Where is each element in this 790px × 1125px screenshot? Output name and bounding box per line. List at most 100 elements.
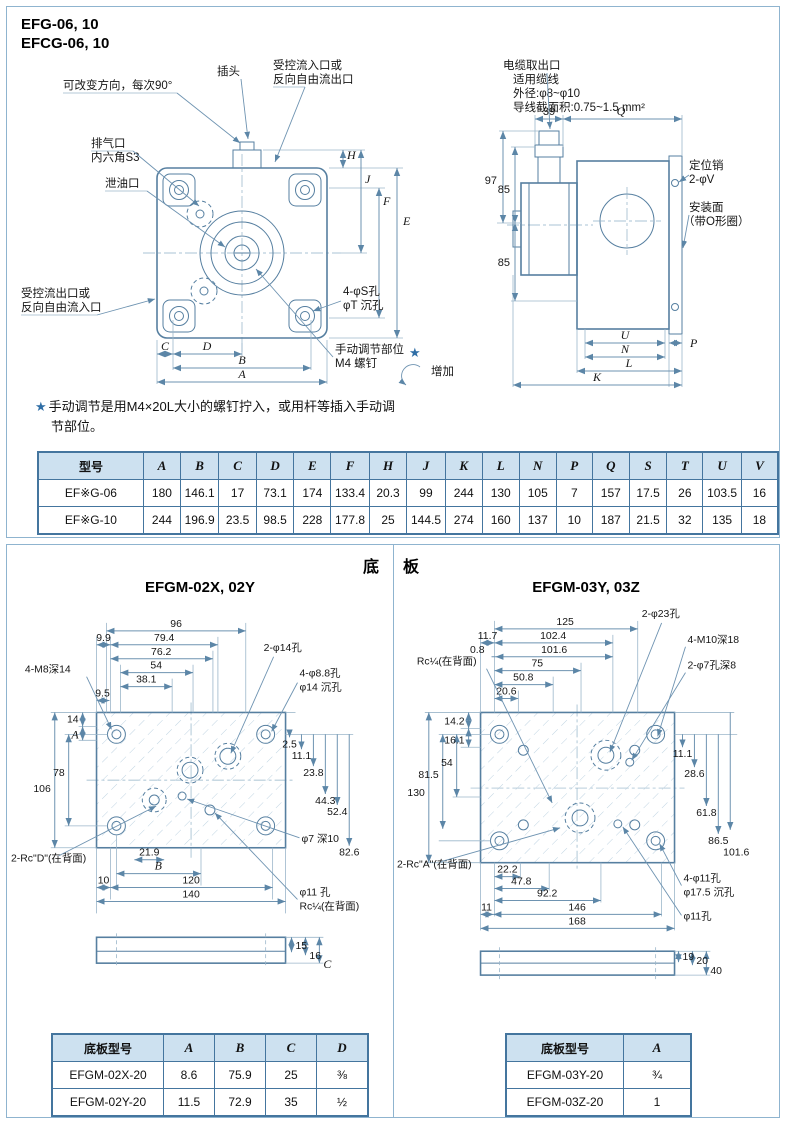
p02-dim-9-5: 9.5: [95, 689, 110, 700]
plate03-table: 底板型号 A EFGM-03Y-20 ¾ EFGM-03Z-20 1: [505, 1033, 692, 1117]
p03-dim-125: 125: [556, 617, 574, 628]
callout-pin-1: 定位销: [689, 158, 724, 172]
table-header-row: 型号 A B C D E F H J K L N P Q S T U V: [37, 451, 779, 480]
note-line2: 节部位。: [51, 419, 104, 434]
p02-dim-21-9: 21.9: [139, 848, 160, 859]
note-star-icon: ★: [35, 399, 47, 414]
p02-dim-15: 15: [296, 941, 308, 952]
p03-dim-101-6b: 101.6: [723, 848, 749, 859]
p02-dim-23-8: 23.8: [303, 768, 324, 779]
p02-dim-44-3: 44.3: [315, 796, 336, 807]
callout-cable-4: 导线截面积:0.75~1.5 mm²: [513, 100, 645, 114]
p02-dim-A: A: [70, 727, 79, 741]
dim-E: E: [402, 214, 411, 228]
p03-dim-102-4: 102.4: [540, 631, 566, 642]
plate03-dimensions: 125 11.7 102.4 0.8 101.6 75 50.8 20.6: [407, 617, 749, 932]
p03-dim-14-2: 14.2: [444, 716, 465, 727]
p02-callout-rcd: 2-Rc"D"(在背面): [11, 852, 86, 865]
page-title: EFG-06, 10 EFCG-06, 10: [21, 15, 109, 53]
callout-mount-holes-2: φT 沉孔: [343, 299, 384, 312]
p03-callout-phi11: φ11孔: [683, 910, 712, 922]
baseplate-title: 底 板: [362, 559, 423, 576]
p03-dim-50-8: 50.8: [513, 673, 534, 684]
baseplate-section: 底 板 EFGM-02X, 02Y EFGM-03Y, 03Z: [6, 544, 780, 1118]
p03-dim-61-8: 61.8: [696, 808, 717, 819]
p03-dim-0-8: 0.8: [470, 645, 485, 656]
valve-section: EFG-06, 10 EFCG-06, 10: [6, 6, 780, 538]
plug-outline: [232, 149, 262, 169]
p03-dim-28-6: 28.6: [684, 769, 705, 780]
p02-dim-140: 140: [182, 890, 200, 901]
plate02-table: 底板型号 A B C D EFGM-02X-20 8.6 75.9 25 ⅜ E…: [51, 1033, 369, 1117]
callout-vent-2: 内六角S3: [91, 150, 140, 164]
dim-C: C: [161, 339, 170, 353]
side-view-callouts: 电缆取出口 适用缆线 外径:φ8~φ10 导线截面积:0.75~1.5 mm² …: [503, 58, 749, 249]
callout-cable-2: 适用缆线: [513, 72, 559, 86]
p03-dim-86-5: 86.5: [708, 836, 729, 847]
p02-dim-9-9: 9.9: [96, 633, 111, 644]
plate03-callouts: 2-φ23孔 4-M10深18 2-φ7孔深8 Rc¼(在背面) 2-Rc"A"…: [397, 608, 739, 922]
p02-dim-14: 14: [67, 714, 79, 725]
dim-85b: 85: [498, 257, 510, 269]
callout-outlet-2: 反向自由流入口: [21, 300, 102, 314]
dim-P: P: [689, 336, 698, 350]
valve-drawings-svg: H J F E C D B A 可改变方向，每次90° 插头 受控流入口或 反向…: [21, 58, 749, 389]
valve-body-side: [576, 160, 670, 330]
p03-dim-11: 11: [481, 902, 492, 913]
callout-drain: 泄油口: [105, 176, 140, 190]
p02-dim-120: 120: [182, 876, 200, 887]
p02-dim-78: 78: [53, 768, 65, 779]
table-row: EF※G-06 180 146.1 17 73.1 174 133.4 20.3…: [37, 479, 779, 507]
p03-dim-11-1: 11.1: [673, 749, 693, 760]
front-view-dimensions: H J F E C D B A: [156, 148, 411, 386]
p03-dim-11-7: 11.7: [478, 631, 498, 642]
table-row: EFGM-03Y-20 ¾: [505, 1061, 692, 1089]
p03-dim-20: 20: [696, 956, 708, 967]
p02-dim-52-4: 52.4: [327, 807, 348, 818]
plate03-drawing-svg: 125 11.7 102.4 0.8 101.6 75 50.8 20.6: [397, 608, 749, 980]
dimension-table: 型号 A B C D E F H J K L N P Q S T U V EF※…: [37, 451, 779, 535]
p03-callout-4phi11: 4-φ11孔: [683, 873, 721, 885]
callout-inlet-1: 受控流入口或: [273, 58, 342, 72]
p03-dim-19: 19: [683, 952, 695, 963]
p02-dim-79-4: 79.4: [154, 633, 175, 644]
rotation-arrow-icon: [398, 364, 421, 386]
front-view-callouts: 可改变方向，每次90° 插头 受控流入口或 反向自由流出口 排气口 内六角S3 …: [21, 58, 454, 386]
dim-A: A: [237, 367, 246, 381]
p03-dim-101-6: 101.6: [541, 645, 567, 656]
note-line1: 手动调节是用M4×20L大小的螺钉拧入，或用杆等插入手动调: [48, 399, 395, 414]
p03-dim-75: 75: [531, 659, 543, 670]
p03-dim-40: 40: [710, 966, 722, 977]
p03-callout-2phi23: 2-φ23孔: [642, 608, 681, 620]
callout-vent-1: 排气口: [91, 136, 126, 150]
table-header-row: 底板型号 A B C D: [51, 1033, 369, 1062]
callout-cable-3: 外径:φ8~φ10: [513, 87, 580, 100]
p02-callout-m8: 4-M8深14: [25, 664, 71, 676]
p03-callout-rc14: Rc¼(在背面): [417, 655, 477, 668]
table-header-row: 底板型号 A: [505, 1033, 692, 1062]
dim-J: J: [365, 172, 371, 186]
page-title-line1: EFG-06, 10: [21, 16, 99, 33]
dim-B: B: [238, 353, 246, 367]
col-header-model: 型号: [37, 451, 144, 480]
p02-callout-2phi14: 2-φ14孔: [264, 642, 303, 654]
plate02-dimensions: 96 9.9 79.4 76.2 54 38.1 9.5 106 78 1: [33, 619, 360, 914]
table-row: EFGM-02X-20 8.6 75.9 25 ⅜: [51, 1061, 369, 1089]
p02-dim-106: 106: [33, 784, 51, 795]
dim-D: D: [202, 339, 212, 353]
p03-callout-2phi7: 2-φ7孔深8: [687, 660, 736, 672]
plate02-drawing-svg: 96 9.9 79.4 76.2 54 38.1 9.5 106 78 1: [11, 619, 360, 971]
callout-plug: 插头: [217, 64, 240, 78]
dim-97: 97: [485, 175, 497, 187]
p03-callout-rca: 2-Rc"A"(在背面): [397, 858, 472, 871]
dim-Q: Q: [617, 104, 626, 118]
p02-callout-rc14: Rc¼(在背面): [299, 899, 359, 912]
callout-increase: 增加: [431, 364, 454, 378]
p03-callout-phi17-5: φ17.5 沉孔: [683, 886, 734, 899]
plate02-plan-view: [86, 702, 296, 858]
plate02-outline: [95, 711, 287, 849]
p03-dim-81-5: 81.5: [418, 770, 439, 781]
cable-gland-outline: [538, 130, 560, 146]
dim-F: F: [382, 194, 391, 208]
plate03-outline: [479, 711, 676, 864]
